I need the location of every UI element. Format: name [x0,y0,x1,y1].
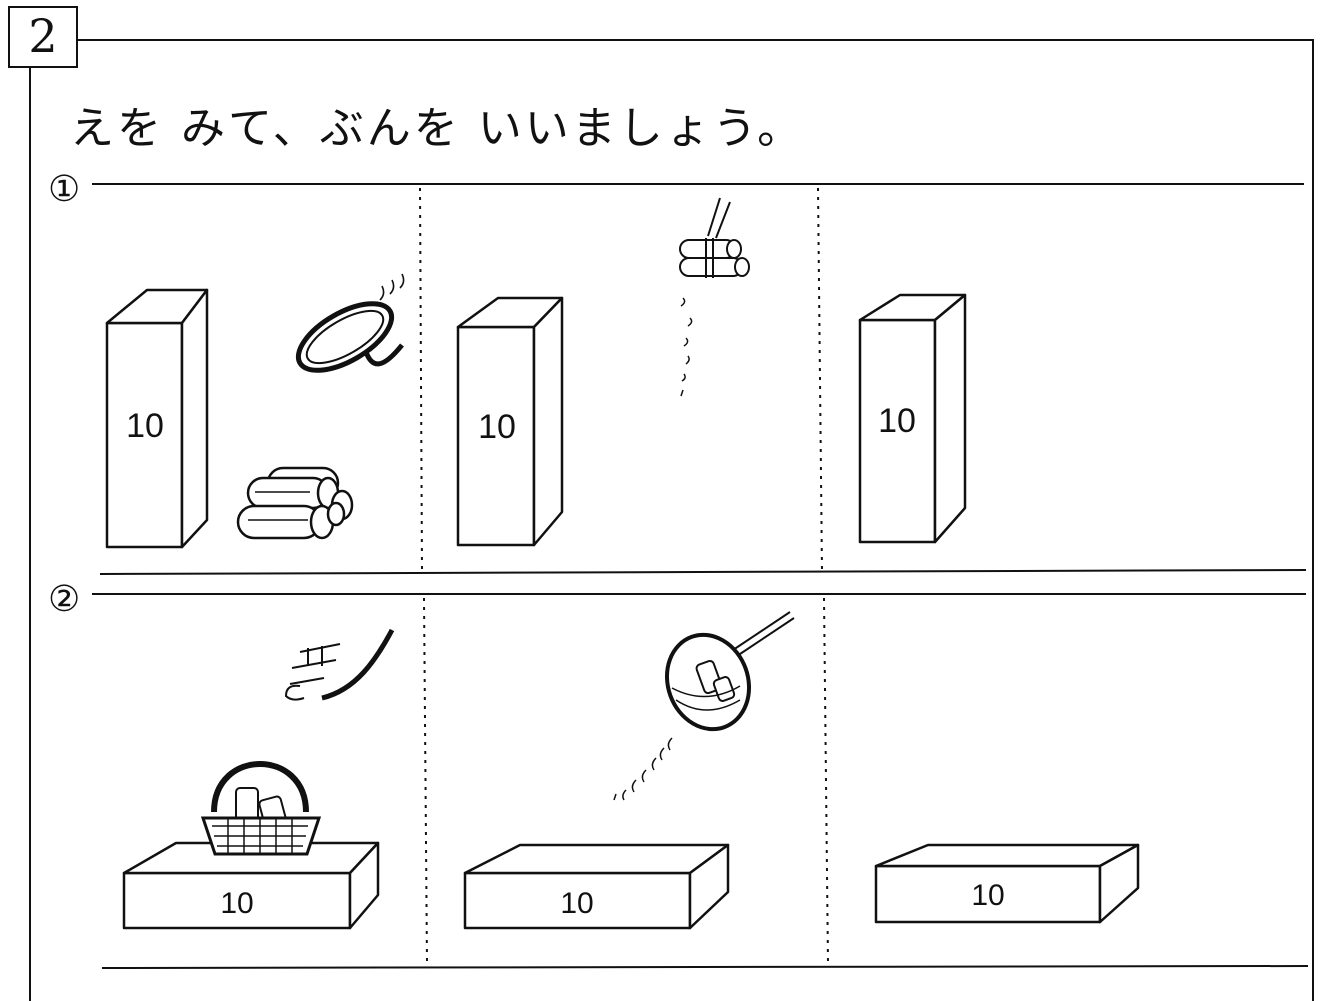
flat-box [463,843,730,930]
section-2-marker: ② [48,579,81,620]
log-bundle-icon [236,466,354,540]
box-weight-label: 10 [126,407,164,445]
basket-icon [200,761,322,856]
rope-coil-icon [295,273,405,373]
rope-hand-icon [284,628,395,701]
box-weight-label: 10 [478,408,516,446]
box-weight-label: 10 [971,879,1004,912]
instruction-text: えを みて、ぶんを いいましょう。 [70,103,805,154]
panel-divider [419,187,423,573]
flat-box [874,843,1140,924]
tall-box [456,296,564,547]
panel-divider [817,187,823,573]
hanging-basket-icon [613,611,795,801]
section-1-bottom-rule [99,569,1307,575]
tall-box [105,288,209,549]
panel-divider [823,597,829,965]
panel-divider [423,597,428,965]
problem-number-box: 2 [8,6,78,68]
tall-box [858,293,967,544]
flat-box [122,841,380,930]
tied-logs-icon [679,197,750,397]
box-weight-label: 10 [220,887,253,920]
section-2-bottom-rule [101,965,1309,969]
box-weight-label: 10 [878,402,916,440]
section-1-marker: ① [48,169,81,210]
box-weight-label: 10 [560,887,593,920]
